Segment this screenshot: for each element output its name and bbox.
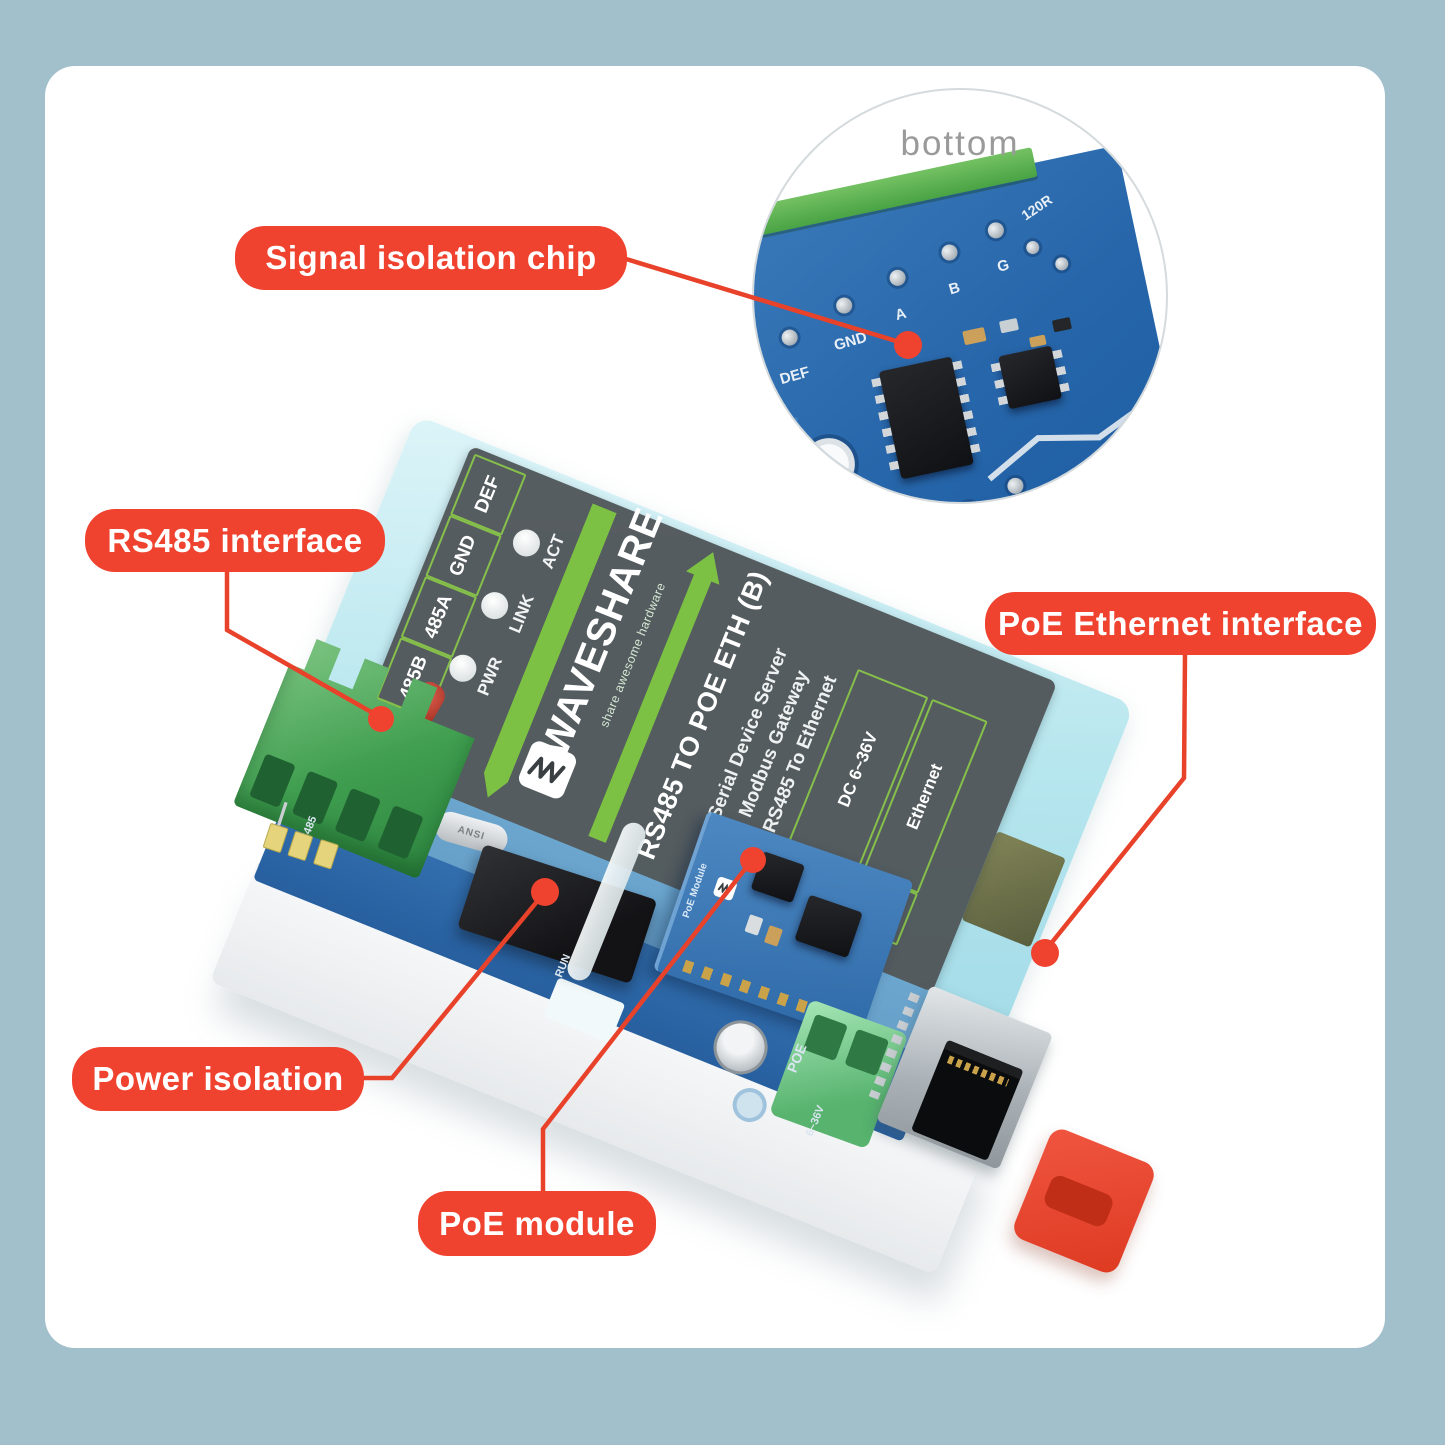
callout-rs485-interface: RS485 interface xyxy=(85,509,385,572)
module-capacitor xyxy=(744,914,764,936)
jumper-pin xyxy=(277,801,314,862)
terminal-label: DEF xyxy=(470,472,505,517)
module-wave-glyph xyxy=(717,881,733,896)
terminal-slot xyxy=(334,788,381,843)
jumper-pin xyxy=(262,801,289,854)
bottom-view-inset: bottom DEF GND A B G 120R xyxy=(752,88,1168,504)
inset-pcb: DEF GND A B G 120R xyxy=(754,145,1166,502)
terminal-slot xyxy=(377,805,424,860)
callout-poe-module: PoE module xyxy=(418,1191,656,1256)
module-ic xyxy=(750,851,806,904)
module-logo-icon xyxy=(712,875,738,902)
terminal-label: 485A xyxy=(420,591,457,642)
callout-poe-ethernet-interface: PoE Ethernet interface xyxy=(985,592,1376,655)
callout-signal-isolation-chip: Signal isolation chip xyxy=(235,226,627,290)
inset-title: bottom xyxy=(900,124,1020,163)
terminal-slot xyxy=(249,753,296,808)
rj45-gold-pins xyxy=(946,1055,1010,1087)
waveshare-wave-glyph xyxy=(527,756,566,784)
din-clip-slot xyxy=(1041,1172,1116,1230)
power-range-label: DC 6~36V xyxy=(834,728,882,810)
pcb-traces xyxy=(778,391,1162,502)
module-capacitor xyxy=(763,925,783,947)
fuse-marking: ANSI xyxy=(456,823,487,843)
jumper-pin xyxy=(277,801,339,870)
terminal-label: GND xyxy=(445,532,481,580)
ethernet-label: Ethernet xyxy=(902,760,947,832)
waveshare-logo-icon xyxy=(516,738,579,802)
callout-power-isolation: Power isolation xyxy=(72,1047,364,1111)
module-ic xyxy=(794,894,863,959)
